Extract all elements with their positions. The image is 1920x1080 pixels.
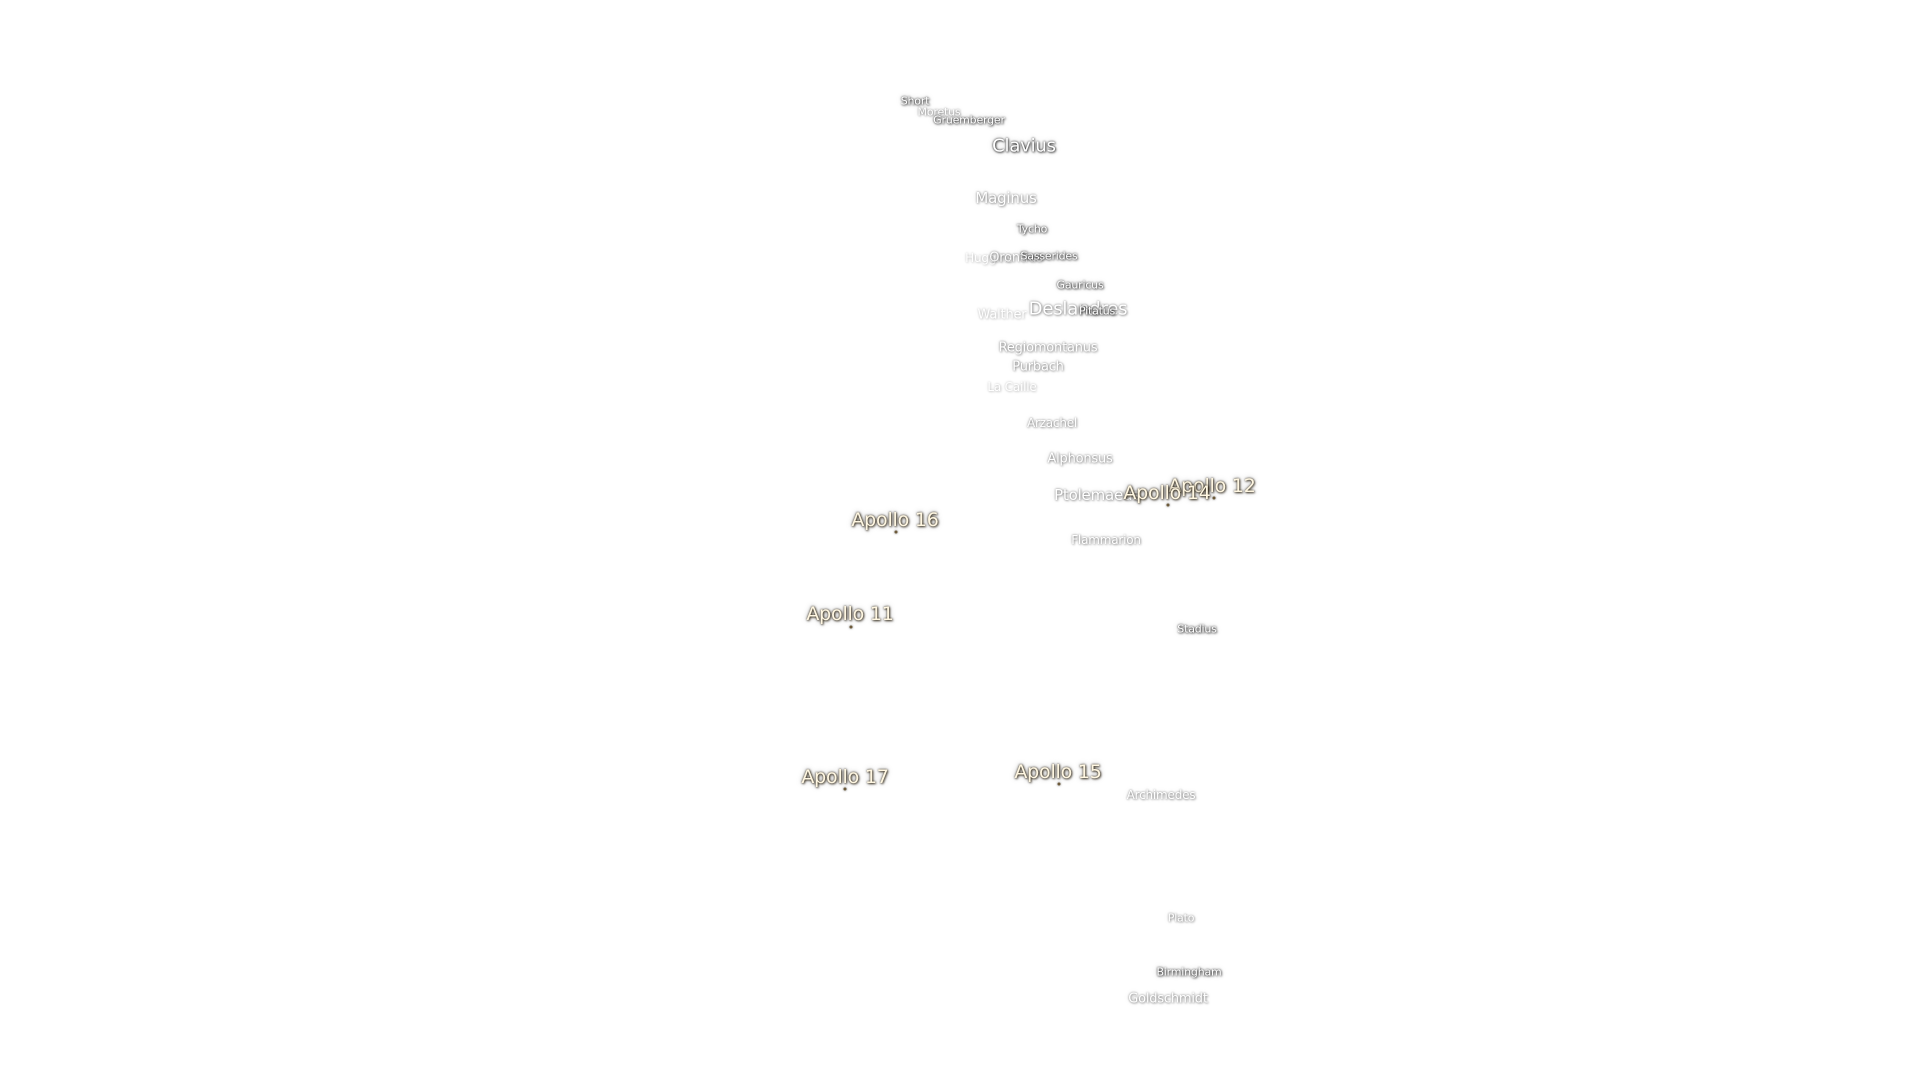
crater-label-orontius[interactable]: Orontius [989,250,1043,266]
crater-label-maginus[interactable]: Maginus [975,189,1037,207]
crater-label-sasserides[interactable]: Sasserides [1020,249,1078,263]
crater-label-clavius[interactable]: Clavius [992,135,1056,157]
crater-label-flammarion[interactable]: Flammarion [1071,533,1141,547]
crater-label-plato[interactable]: Plato [1167,911,1195,925]
crater-label-regiomontanus[interactable]: Regiomontanus [998,340,1098,356]
landing-site-marker-apollo-14[interactable] [1166,503,1170,507]
crater-label-archimedes[interactable]: Archimedes [1126,788,1196,802]
landing-site-label-apollo-16[interactable]: Apollo 16 [851,509,939,531]
landing-site-label-apollo-12[interactable]: Apollo 12 [1168,475,1256,497]
landing-site-marker-apollo-12[interactable] [1212,496,1216,500]
crater-label-alphonsus[interactable]: Alphonsus [1047,451,1113,467]
crater-label-pitatus[interactable]: Pitatus [1078,304,1116,318]
crater-label-la-caille[interactable]: La Caille [987,380,1037,394]
crater-label-ptolemaeus[interactable]: Ptolemaeus [1054,486,1140,504]
crater-label-birmingham[interactable]: Birmingham [1156,965,1222,979]
crater-label-huggins[interactable]: Huggins [965,251,1013,265]
landing-site-marker-apollo-16[interactable] [894,530,898,534]
landing-site-marker-apollo-15[interactable] [1057,782,1061,786]
crater-label-tycho[interactable]: Tycho [1016,222,1048,236]
crater-label-stadius[interactable]: Stadius [1177,622,1217,636]
landing-site-label-apollo-15[interactable]: Apollo 15 [1014,761,1102,783]
crater-label-purbach[interactable]: Purbach [1012,359,1064,375]
landing-site-label-apollo-14[interactable]: Apollo 14 [1123,482,1211,504]
crater-label-arzachel[interactable]: Arzachel [1026,416,1078,430]
crater-label-deslandres[interactable]: Deslandres [1028,298,1128,320]
crater-label-walther[interactable]: Walther [977,307,1027,323]
landing-site-label-apollo-17[interactable]: Apollo 17 [801,766,889,788]
landing-site-label-apollo-11[interactable]: Apollo 11 [806,603,894,625]
crater-label-short[interactable]: Short [900,94,930,108]
crater-label-gruemberger[interactable]: Gruemberger [933,113,1005,127]
crater-label-goldschmidt[interactable]: Goldschmidt [1128,991,1208,1007]
crater-label-moretus[interactable]: Moretus [917,105,961,119]
crater-label-gauricus[interactable]: Gauricus [1056,278,1104,292]
landing-site-marker-apollo-17[interactable] [843,787,847,791]
landing-site-marker-apollo-11[interactable] [849,625,853,629]
